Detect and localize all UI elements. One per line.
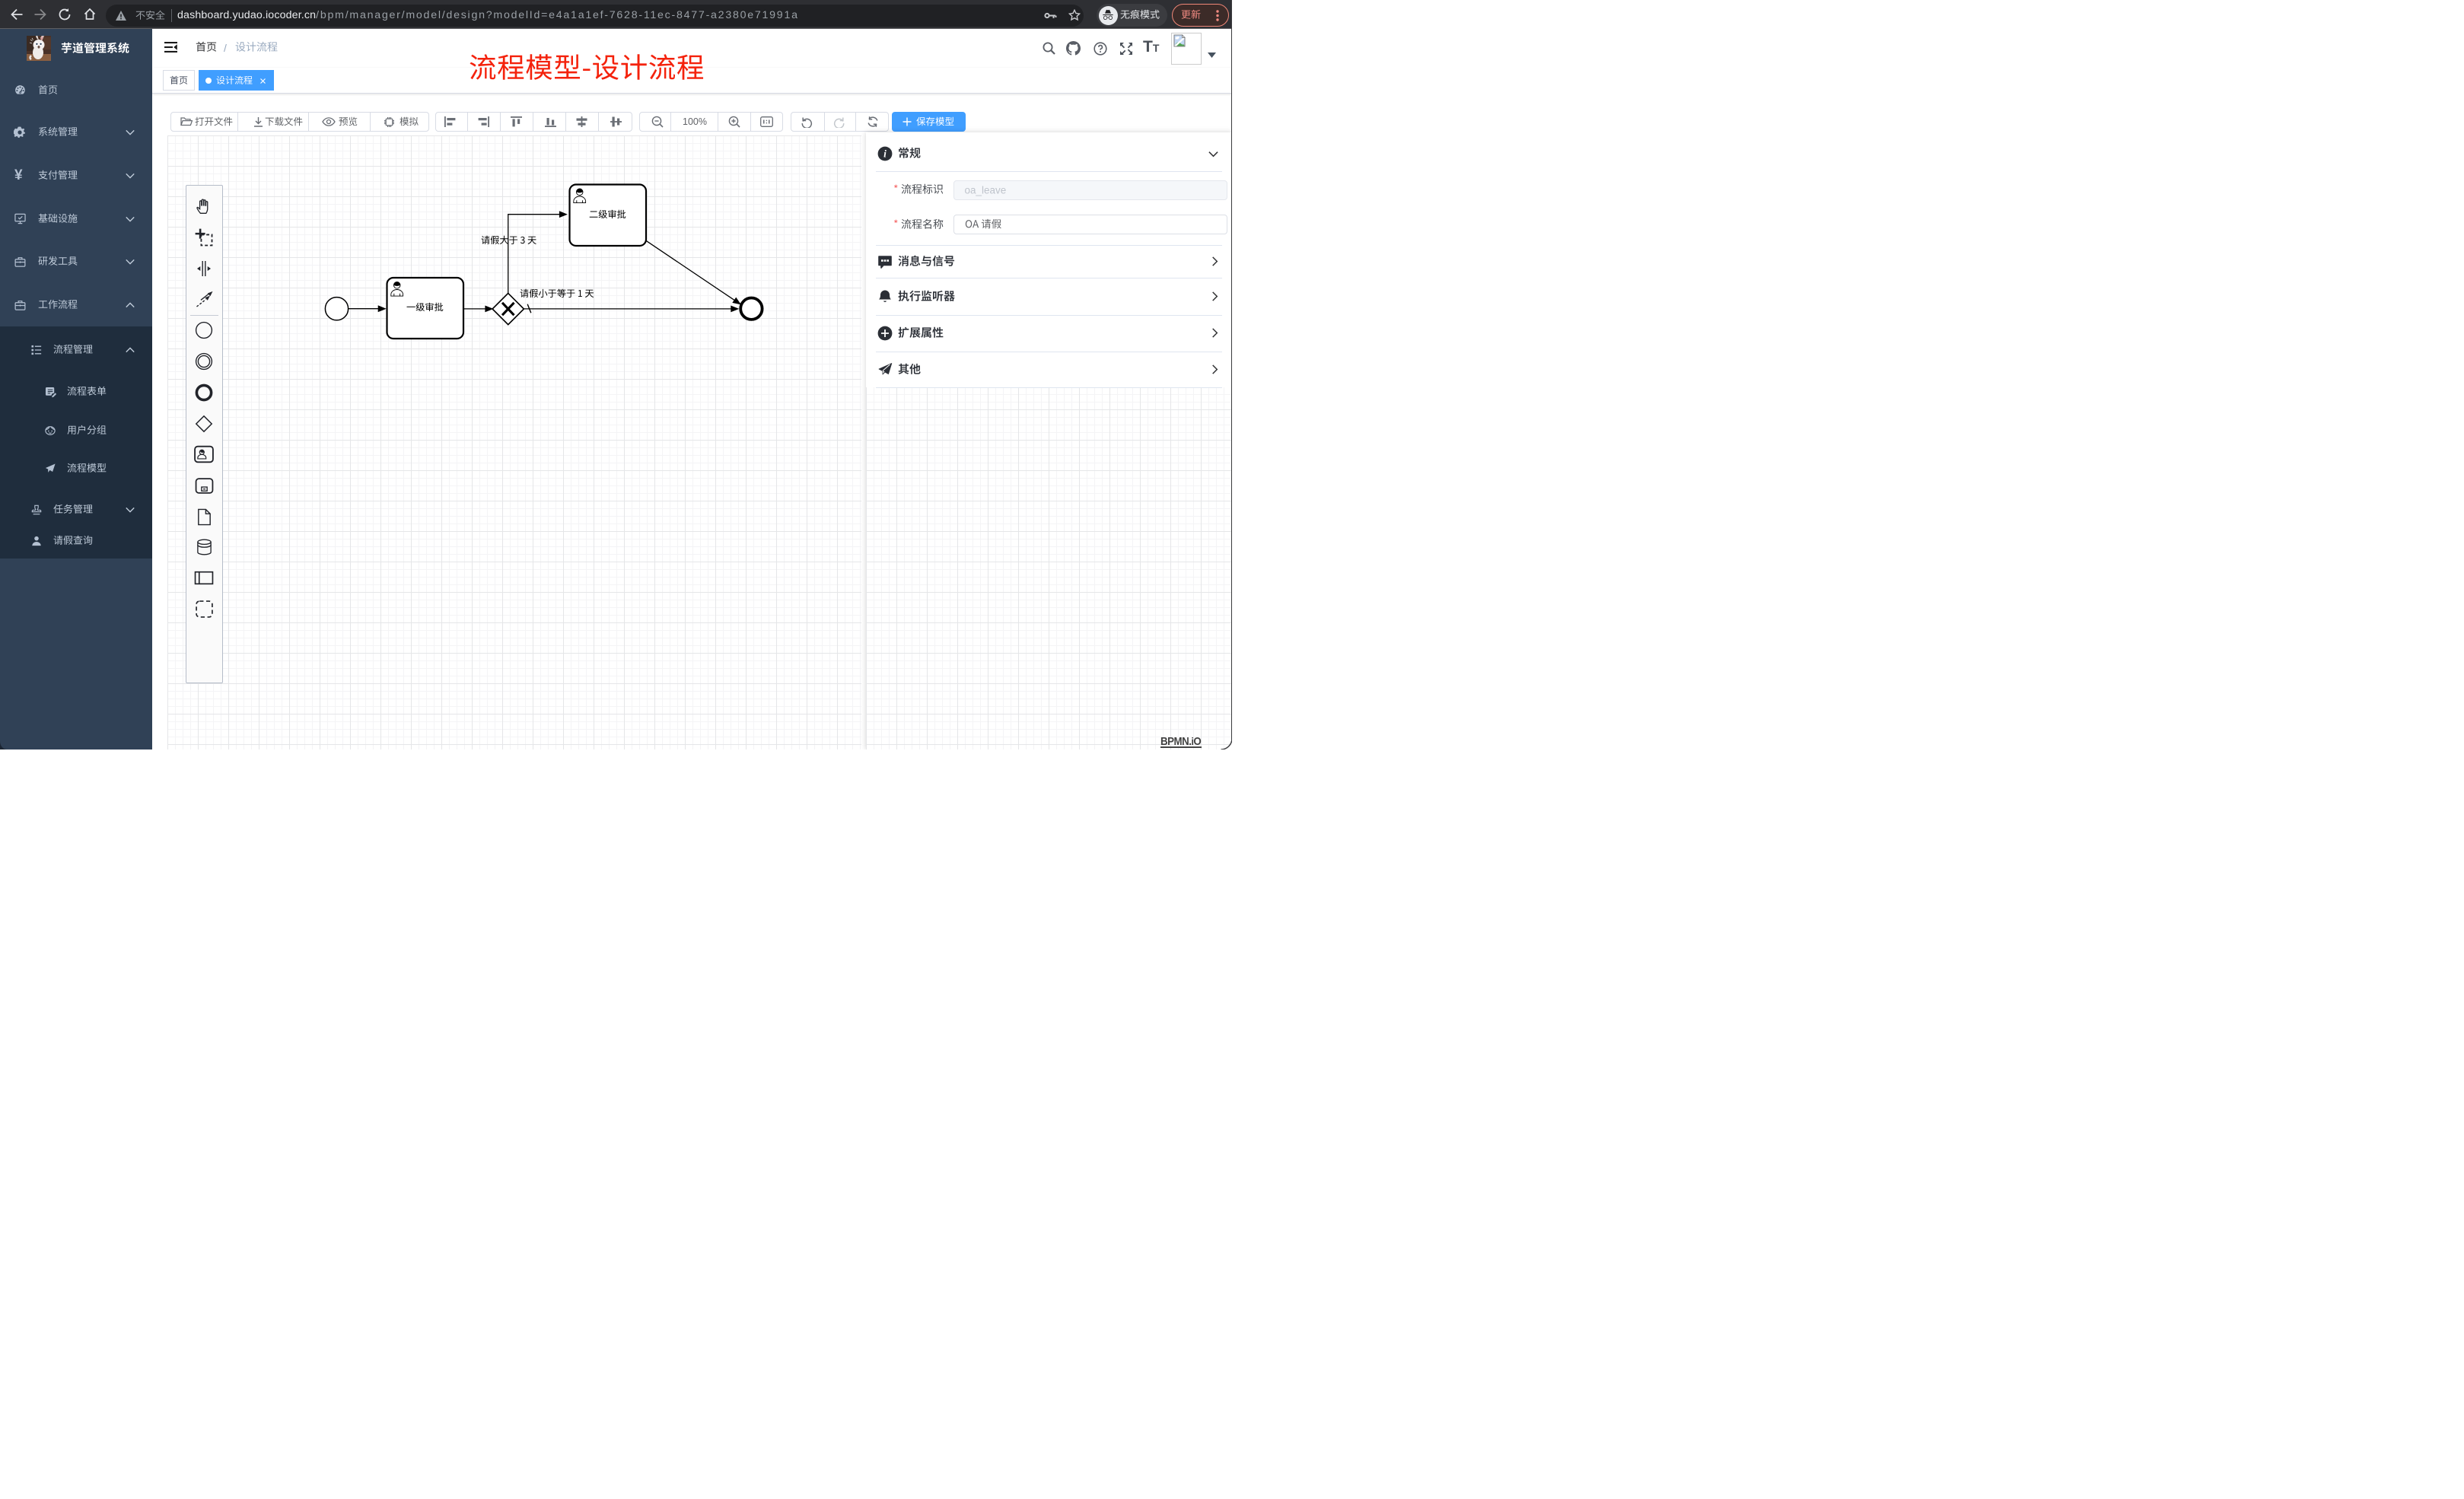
svg-text:i: i bbox=[883, 148, 887, 159]
